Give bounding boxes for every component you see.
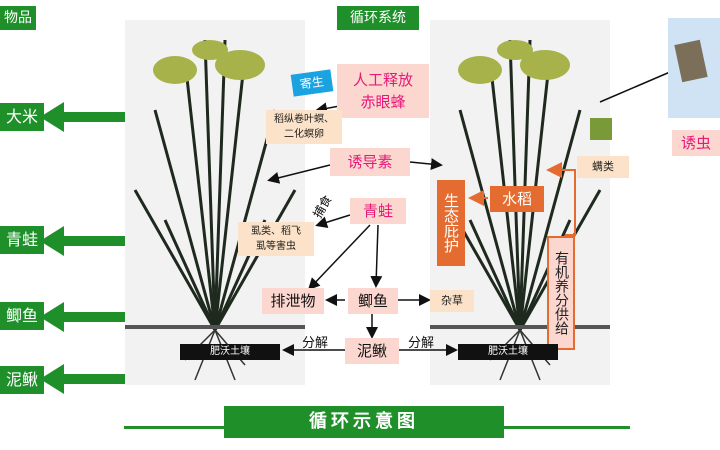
product-loach: 泥鳅 <box>0 366 45 394</box>
cycle-system-header: 循环系统 <box>337 6 419 30</box>
mite-node: 螨类 <box>577 156 629 178</box>
excreta-node: 排泄物 <box>262 288 324 314</box>
decompose-left-label: 分解 <box>302 336 329 351</box>
product-frog: 青蛙 <box>0 226 45 254</box>
insect-lamp-photo <box>668 18 720 118</box>
products-header: 物品 <box>0 6 36 30</box>
arrow-shaft <box>64 112 144 122</box>
product-rice: 大米 <box>0 103 45 131</box>
loach-node: 泥鳅 <box>345 338 399 364</box>
release-wasp-node: 人工释放 赤眼蜂 <box>337 64 429 118</box>
fertile-soil-right: 肥沃土壤 <box>458 344 558 360</box>
shelter-node: 生态庇护 <box>437 180 465 266</box>
organic-supply-node: 有机养分供给 <box>547 236 575 350</box>
pest-eggs-node: 稻纵卷叶螟、 二化螟卵 <box>266 110 342 144</box>
mite-photo <box>590 118 612 140</box>
arrow-shaft <box>64 374 144 384</box>
arrow-left-icon <box>40 302 64 332</box>
arrow-shaft <box>64 312 144 322</box>
weeds-node: 杂草 <box>430 290 474 312</box>
pests-node: 虱类、稻飞 虱等害虫 <box>238 222 314 256</box>
lure-insects-node: 诱虫 <box>672 130 720 156</box>
arrow-left-icon <box>40 226 64 256</box>
rice-plant-left-illustration <box>125 20 305 385</box>
arrow-shaft <box>64 236 144 246</box>
rice-node: 水稻 <box>490 186 544 212</box>
arrow-left-icon <box>40 364 64 394</box>
arrow-left-icon <box>40 102 64 132</box>
fish-node: 鲫鱼 <box>348 288 398 314</box>
product-fish: 鲫鱼 <box>0 302 45 330</box>
attractant-node: 诱导素 <box>330 148 410 176</box>
decompose-right-label: 分解 <box>408 336 435 351</box>
frog-node: 青蛙 <box>350 198 406 224</box>
fertile-soil-left: 肥沃土壤 <box>180 344 280 360</box>
cycle-diagram-title: 循环示意图 <box>224 406 504 438</box>
